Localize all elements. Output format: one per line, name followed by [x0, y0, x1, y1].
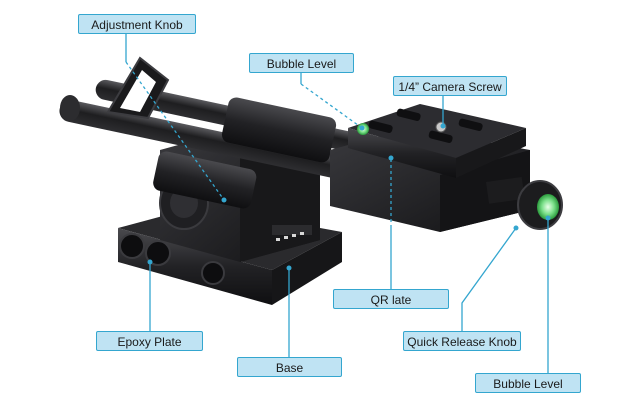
callout-quick-release-knob: Quick Release Knob: [403, 331, 521, 351]
callout-qr-plate: QR late: [333, 289, 449, 309]
callout-base: Base: [237, 357, 342, 377]
epoxy-plate: [119, 233, 225, 285]
quick-release-knob: [485, 176, 563, 230]
callout-bubble-level-top: Bubble Level: [249, 53, 354, 73]
leader-adjustment-knob-dashed: [125, 61, 225, 201]
adjustment-knob: [106, 56, 337, 209]
callout-bubble-level-bottom: Bubble Level: [475, 373, 581, 393]
leader-qr-knob: [461, 227, 517, 331]
pointer-dots: [147, 123, 551, 271]
callout-adjustment-knob: Adjustment Knob: [78, 14, 196, 34]
leader-bubble-top-dashed: [300, 83, 363, 129]
leader-lines: [125, 34, 549, 373]
callout-camera-screw: 1/4” Camera Screw: [393, 76, 507, 96]
qr-plate: [348, 104, 526, 178]
callout-epoxy-plate: Epoxy Plate: [96, 331, 203, 351]
